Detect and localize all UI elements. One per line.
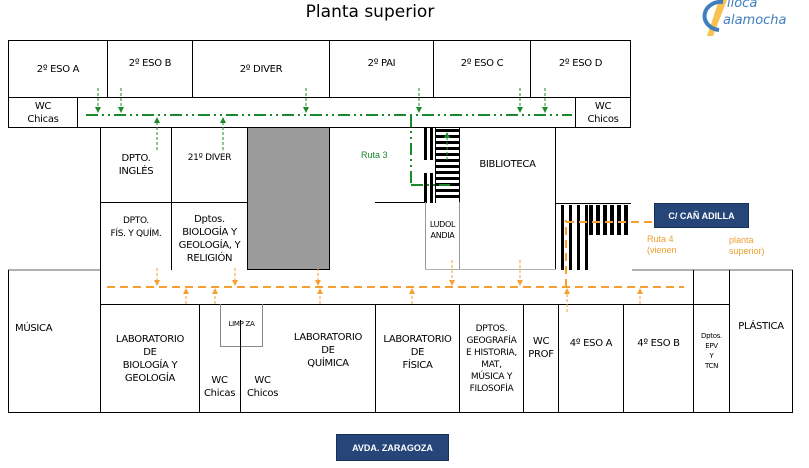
limpieza[interactable]: LIMP ZA: [220, 304, 263, 347]
room-label: WC Chicos: [247, 375, 279, 399]
room-label: LUDOL ANDIA: [429, 220, 456, 240]
route3-label: Ruta 3: [361, 150, 388, 160]
wall-line: [375, 202, 425, 203]
room-label: 2º ESO D: [558, 58, 603, 69]
page-title: Planta superior: [305, 2, 435, 22]
room-label: DPTOS. GEOGRAFÍA E HISTORIA, MAT, MÚSICA…: [466, 323, 517, 394]
room-label: Dptos. EPV Y TCN: [701, 332, 722, 370]
stairs-icon: [556, 203, 631, 270]
room-label: WC PROF: [528, 336, 554, 360]
room-label: WC Chicas: [204, 375, 236, 399]
plastica[interactable]: PLÁSTICA: [729, 270, 793, 413]
room-label: PLÁSTICA: [738, 321, 784, 332]
street-zaragoza: AVDA. ZARAGOZA: [336, 434, 449, 461]
light-wall: [425, 269, 556, 270]
room-label: 2º PAI: [367, 58, 396, 69]
void-area: [247, 127, 330, 270]
route3-arrows: [95, 88, 548, 160]
route4-label: Ruta 4 (vienen: [647, 234, 677, 255]
light-wall: [8, 269, 100, 271]
light-wall: [632, 269, 793, 271]
logo-icon: [702, 0, 727, 36]
wc-chicas-bottom[interactable]: WC Chicas: [201, 373, 237, 401]
route3-path: [86, 114, 572, 186]
room-label: 2º ESO B: [128, 58, 172, 69]
stairs-right[interactable]: [556, 203, 631, 270]
wc-chicos-bottom[interactable]: WC Chicos: [244, 373, 280, 401]
street-canadilla: C/ CAÑ ADILLA: [654, 203, 749, 228]
room-label: LABORATORIO DE QUÍMICA: [293, 331, 363, 369]
room-label: MÚSICA: [15, 323, 53, 334]
room-label: BIBLIOTECA: [479, 159, 536, 170]
room-label: LABORATORIO DE FÍSICA: [383, 334, 452, 371]
room-label: 2º ESO C: [460, 58, 504, 69]
room-label: WC Chicos: [587, 100, 619, 125]
room-label: DPTO. FÍS. Y QUÍM.: [110, 216, 162, 239]
wc-chicas-top[interactable]: WC Chicas: [8, 97, 78, 128]
room-label: 21º DIVER: [187, 153, 232, 163]
route4-path: [107, 220, 684, 288]
route4-label-2: planta superior): [729, 235, 765, 256]
room-label: Dptos. BIOLOGÍA Y GEOLOGÍA, Y RELIGIÓN: [178, 214, 241, 264]
logo-line1: iloca: [727, 0, 758, 11]
room-label: WC Chicas: [27, 100, 59, 125]
school-logo: iloca alamocha: [697, 0, 807, 36]
room-label: LIMP ZA: [228, 320, 255, 328]
route4-arrows: [154, 260, 643, 312]
lab-quimica[interactable]: LABORATORIO DE QUÍMICA: [280, 325, 376, 375]
room-label: DPTO. INGLÉS: [118, 153, 154, 177]
room-label: LABORATORIO DE BIOLOGÍA Y GEOLOGÍA: [115, 333, 185, 384]
logo-line2: alamocha: [723, 13, 787, 28]
room-label: 2º DIVER: [239, 63, 283, 75]
wc-divider: [240, 320, 241, 413]
room-label: 4º ESO B: [637, 338, 680, 349]
room-label: 4º ESO A: [569, 338, 613, 349]
wc-chicos-top[interactable]: WC Chicos: [575, 97, 631, 128]
wall-line: [693, 270, 694, 305]
room-label: 2º ESO A: [36, 63, 80, 75]
dptos-biologia[interactable]: Dptos. BIOLOGÍA Y GEOLOGÍA, Y RELIGIÓN: [171, 202, 248, 270]
